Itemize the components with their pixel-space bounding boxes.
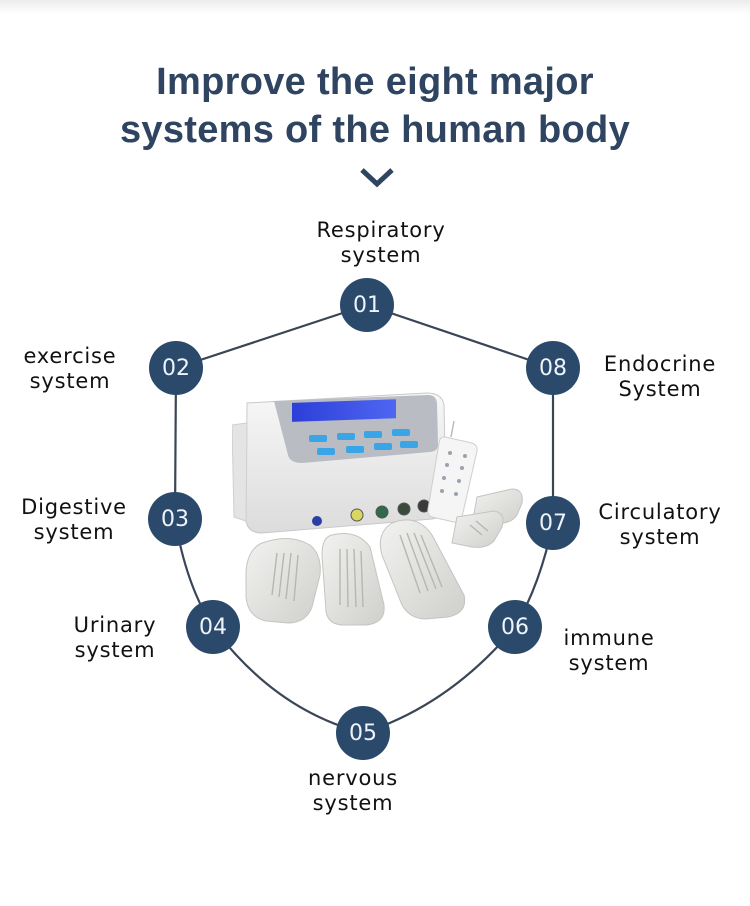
- system-label-endocrine: Endocrine System: [592, 352, 728, 402]
- node-number: 06: [501, 614, 529, 640]
- node-number: 04: [199, 614, 227, 640]
- label-line: exercise: [23, 344, 117, 368]
- label-line: Endocrine: [603, 352, 717, 376]
- node-number: 03: [161, 506, 189, 532]
- node-number: 07: [539, 510, 567, 536]
- label-line: system: [568, 651, 650, 675]
- system-label-respiratory: Respiratory system: [306, 218, 456, 268]
- system-label-exercise: exercise system: [14, 344, 126, 394]
- label-line: System: [618, 377, 702, 401]
- system-node-04: 04: [186, 600, 240, 654]
- chevron-down-icon: [360, 168, 394, 188]
- label-line: system: [33, 520, 115, 544]
- therapy-device-image: [232, 392, 523, 626]
- top-shadow-divider: [0, 0, 750, 14]
- system-node-06: 06: [488, 600, 542, 654]
- label-line: immune: [563, 626, 655, 650]
- label-line: system: [74, 638, 156, 662]
- label-line: system: [619, 525, 701, 549]
- system-node-03: 03: [148, 492, 202, 546]
- label-line: Digestive: [21, 495, 127, 519]
- node-number: 01: [353, 292, 381, 318]
- system-label-urinary: Urinary system: [62, 613, 168, 663]
- label-line: Urinary: [73, 613, 157, 637]
- title-line-1: Improve the eight major: [156, 61, 594, 103]
- label-line: system: [340, 243, 422, 267]
- title-line-2: systems of the human body: [119, 109, 631, 151]
- label-line: Circulatory: [598, 500, 722, 524]
- system-label-nervous: nervous system: [296, 766, 410, 816]
- node-number: 05: [349, 720, 377, 746]
- label-line: system: [29, 369, 111, 393]
- system-label-circulatory: Circulatory system: [586, 500, 734, 550]
- page-title: Improve the eight major systems of the h…: [0, 58, 750, 154]
- node-number: 08: [539, 355, 567, 381]
- label-line: system: [312, 791, 394, 815]
- system-node-05: 05: [336, 706, 390, 760]
- system-node-08: 08: [526, 341, 580, 395]
- node-number: 02: [162, 355, 190, 381]
- system-node-02: 02: [149, 341, 203, 395]
- system-node-01: 01: [340, 278, 394, 332]
- label-line: Respiratory: [316, 218, 446, 242]
- system-label-immune: immune system: [553, 626, 665, 676]
- label-line: nervous: [308, 766, 398, 790]
- system-node-07: 07: [526, 496, 580, 550]
- system-label-digestive: Digestive system: [10, 495, 138, 545]
